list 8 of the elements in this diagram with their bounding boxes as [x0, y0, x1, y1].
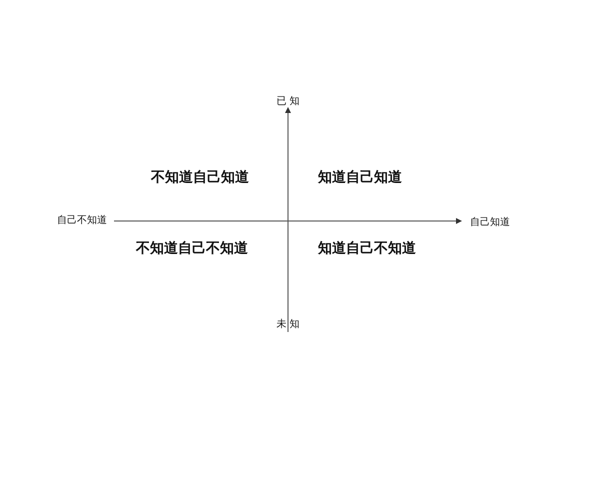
axis-label: 已 知 [276, 97, 300, 107]
axis-label: 未 知 [276, 320, 300, 330]
axis-label: 自己知道 [470, 218, 510, 228]
quadrant-label: 知道自己不知道 [318, 240, 416, 258]
axis-label: 自己不知道 [57, 216, 107, 226]
quadrant-label: 不知道自己知道 [151, 168, 249, 188]
quadrant-label: 知道自己知道 [318, 168, 402, 188]
quadrant-label: 不知道自己不知道 [136, 240, 248, 258]
